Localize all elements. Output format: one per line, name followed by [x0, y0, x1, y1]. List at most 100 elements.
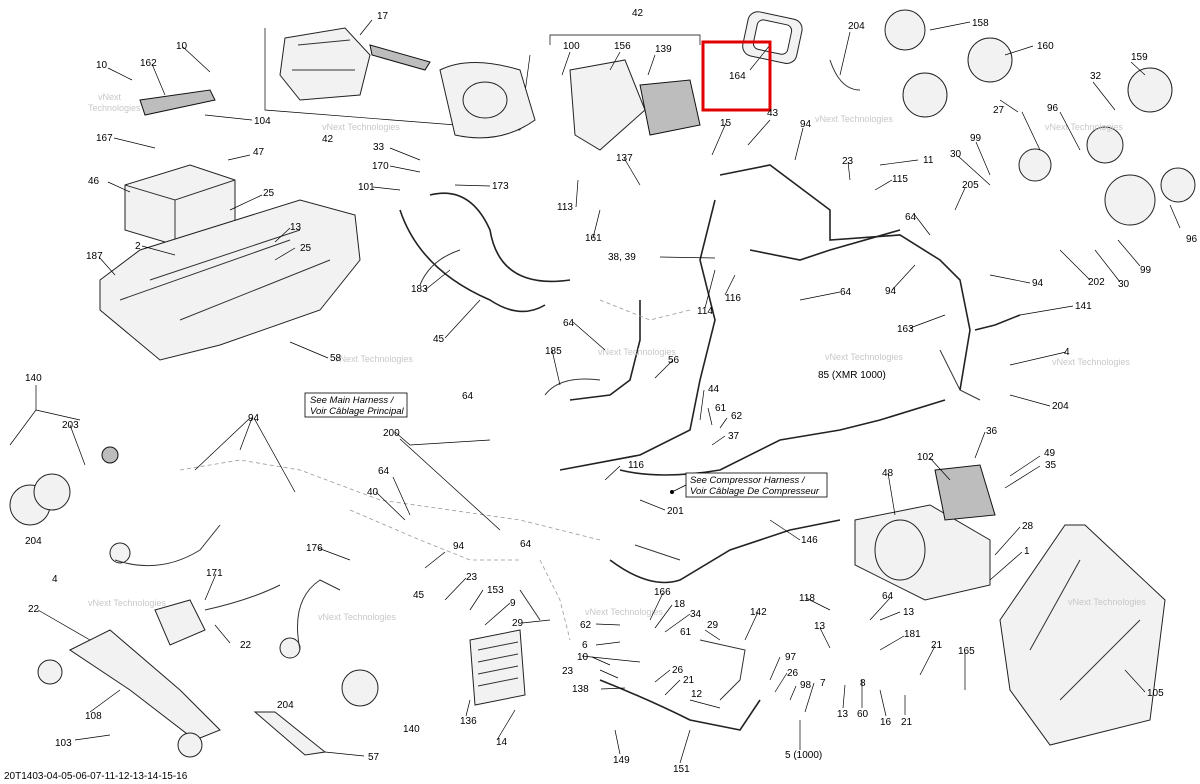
callout: 35	[1045, 460, 1057, 471]
callout: 173	[492, 181, 509, 192]
callout: 21	[931, 640, 943, 651]
callout: 167	[96, 133, 113, 144]
callout: 61	[715, 403, 727, 414]
callout: 8	[860, 678, 866, 689]
callout: 185	[545, 346, 562, 357]
svg-text:Technologies: Technologies	[88, 103, 141, 113]
callout: 103	[55, 738, 72, 749]
callout: 104	[254, 116, 271, 127]
svg-text:vNext Technologies: vNext Technologies	[815, 114, 893, 124]
callout: 98	[800, 680, 812, 691]
callout: 138	[572, 684, 589, 695]
gauge-cluster-part	[439, 62, 536, 139]
callout: 36	[986, 426, 998, 437]
callout: 64	[882, 591, 894, 602]
callout: 5 (1000)	[785, 750, 822, 761]
svg-text:vNext Technologies: vNext Technologies	[318, 612, 396, 622]
callout: 56	[668, 355, 680, 366]
callout: 62	[731, 411, 743, 422]
callout: 96	[1047, 103, 1059, 114]
callout: 149	[613, 755, 630, 766]
callout: 142	[750, 607, 767, 618]
callout: 25	[263, 188, 275, 199]
callout: 201	[667, 506, 684, 517]
svg-text:See Compressor Harness /: See Compressor Harness /	[690, 475, 806, 486]
callout: 140	[403, 724, 420, 735]
callout: 11	[923, 155, 934, 166]
callout: 21	[901, 717, 913, 728]
callout: 64	[905, 212, 917, 223]
relay-box-part	[154, 599, 206, 646]
callout: 49	[1044, 448, 1056, 459]
callout: 187	[86, 251, 103, 262]
callout: 153	[487, 585, 504, 596]
callout: 21	[683, 675, 695, 686]
callout: 58	[330, 353, 342, 364]
battery-tray-part	[99, 199, 361, 361]
callout: 9	[510, 598, 516, 609]
callout: 141	[1075, 301, 1092, 312]
winch-motor-part	[854, 464, 996, 601]
callout: 170	[372, 161, 389, 172]
svg-text:vNext Technologies: vNext Technologies	[1068, 597, 1146, 607]
callout: 62	[580, 620, 592, 631]
callout: 13	[903, 607, 915, 618]
callout: 163	[897, 324, 914, 335]
callout: 161	[585, 233, 602, 244]
callout: 46	[88, 176, 100, 187]
svg-text:See Main Harness /: See Main Harness /	[310, 395, 395, 406]
callout: 85 (XMR 1000)	[818, 370, 886, 381]
callout: 159	[1131, 52, 1148, 63]
note-main-harness: See Main Harness / Voir Câblage Principa…	[304, 392, 408, 418]
callout: 6	[582, 640, 588, 651]
callout: 181	[904, 629, 921, 640]
dashed-routing	[179, 299, 691, 641]
svg-text:vNext Technologies: vNext Technologies	[335, 354, 413, 364]
callout: 96	[1186, 234, 1198, 245]
callout: 137	[616, 153, 633, 164]
callout: 30	[1118, 279, 1130, 290]
callout: 60	[857, 709, 869, 720]
callout: 23	[562, 666, 574, 677]
callout: 29	[512, 618, 524, 629]
main-harness	[114, 59, 1021, 731]
callout: 16	[880, 717, 892, 728]
callout: 7	[820, 678, 826, 689]
callout: 108	[85, 711, 102, 722]
callout: 113	[557, 202, 573, 213]
callout: 37	[728, 431, 740, 442]
svg-text:vNext: vNext	[98, 92, 122, 102]
callout: 10	[96, 60, 108, 71]
callout: 27	[993, 105, 1005, 116]
callout: 64	[563, 318, 575, 329]
callout: 64	[378, 466, 390, 477]
callout: 160	[1037, 41, 1054, 52]
callout: 4	[52, 574, 58, 585]
tail-lamp-part	[109, 542, 131, 564]
callout: 42	[632, 8, 644, 19]
callout: 10	[176, 41, 188, 52]
callout: 102	[917, 452, 934, 463]
trim-strip-part	[253, 711, 327, 756]
callout: 99	[970, 133, 982, 144]
callout: 40	[367, 487, 379, 498]
callout: 164	[729, 71, 746, 82]
callout: 146	[801, 535, 818, 546]
display-frame-part	[742, 11, 803, 64]
callout: 94	[885, 286, 897, 297]
callout: 156	[614, 41, 631, 52]
callout-labels: 17 42 42 10 10 162 104 167 47 46 25 13 2…	[25, 8, 1198, 775]
callout: 204	[848, 21, 865, 32]
highlight-box-164	[701, 40, 772, 112]
callout: 23	[842, 156, 854, 167]
callout: 64	[462, 391, 474, 402]
cluster-housing-part	[569, 59, 701, 151]
callout: 18	[674, 599, 686, 610]
callout: 162	[140, 58, 157, 69]
svg-text:vNext Technologies: vNext Technologies	[1052, 357, 1130, 367]
callout: 100	[563, 41, 580, 52]
callout: 115	[892, 174, 908, 185]
callout: 57	[368, 752, 380, 763]
callout: 45	[413, 590, 425, 601]
